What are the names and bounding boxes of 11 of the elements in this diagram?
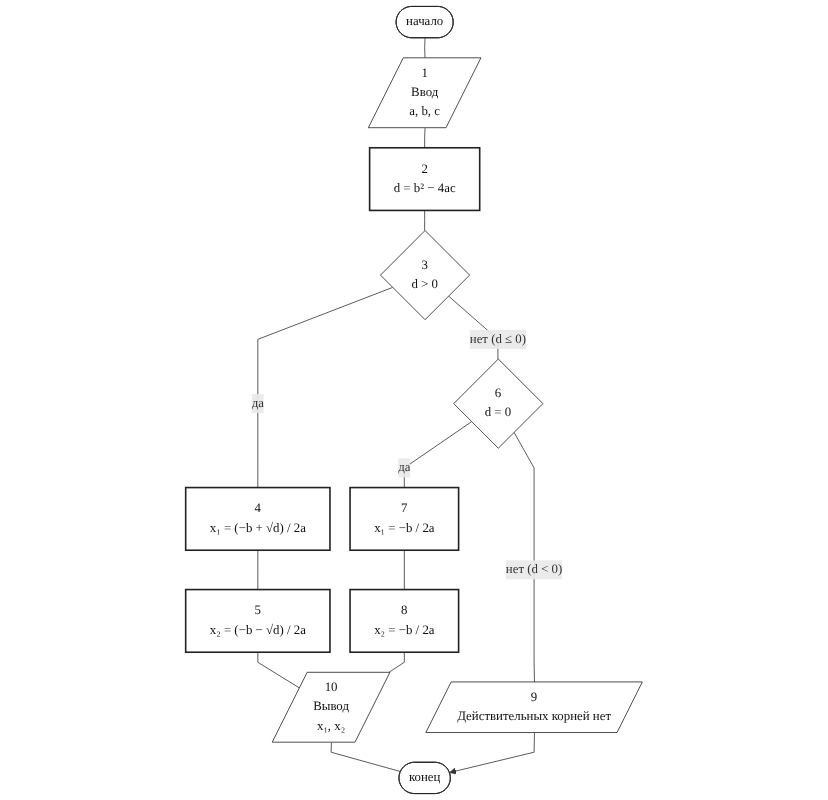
connector xyxy=(403,421,472,488)
connector xyxy=(257,287,393,488)
connector xyxy=(403,549,405,590)
connector xyxy=(424,127,426,149)
connector xyxy=(330,742,402,773)
connector xyxy=(424,210,426,231)
connector xyxy=(424,37,426,59)
connector xyxy=(257,549,259,590)
connector xyxy=(513,431,535,683)
connector xyxy=(388,651,405,674)
connector xyxy=(257,651,301,689)
